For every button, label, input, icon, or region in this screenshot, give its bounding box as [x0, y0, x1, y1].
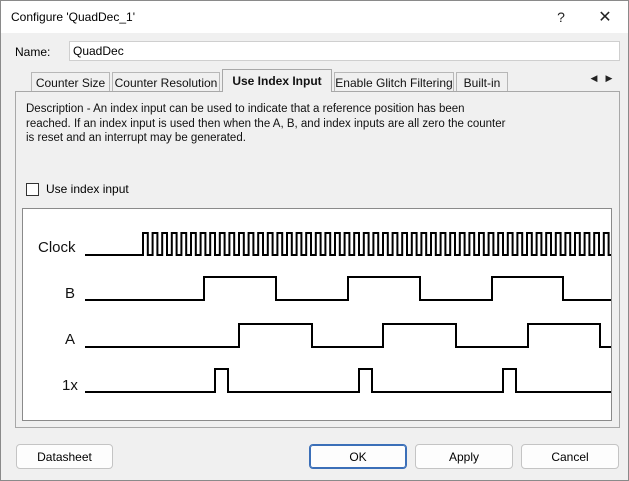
tab-scroll-left-icon[interactable]: ◀	[590, 73, 598, 83]
datasheet-button[interactable]: Datasheet	[16, 444, 113, 469]
tab-counter-size[interactable]: Counter Size	[31, 72, 110, 92]
use-index-input-row[interactable]: Use index input	[26, 181, 129, 197]
close-button[interactable]: ✕	[583, 1, 627, 33]
tab-panel: Description - An index input can be used…	[15, 91, 620, 428]
tab-enable-glitch-filtering[interactable]: Enable Glitch Filtering	[334, 72, 454, 92]
waveform-b	[85, 276, 611, 301]
help-button[interactable]: ?	[539, 1, 583, 33]
description-text: Description - An index input can be used…	[26, 103, 506, 144]
tab-scroll-right-icon[interactable]: ▶	[605, 73, 613, 83]
name-input[interactable]	[69, 41, 620, 61]
timing-diagram: Clock B A 1x	[22, 208, 612, 421]
ok-button[interactable]: OK	[309, 444, 407, 469]
help-icon: ?	[557, 9, 565, 25]
waveform-1x	[85, 368, 611, 393]
signal-label-b: B	[65, 285, 75, 302]
apply-button[interactable]: Apply	[415, 444, 513, 469]
signal-label-1x: 1x	[62, 377, 78, 394]
name-label: Name:	[15, 45, 51, 59]
window-title: Configure 'QuadDec_1'	[11, 10, 135, 24]
use-index-input-label: Use index input	[46, 182, 129, 196]
close-icon: ✕	[598, 9, 612, 26]
tab-counter-resolution[interactable]: Counter Resolution	[112, 72, 220, 92]
tab-use-index-input[interactable]: Use Index Input	[222, 69, 332, 92]
tab-built-in[interactable]: Built-in	[456, 72, 508, 92]
cancel-button[interactable]: Cancel	[521, 444, 619, 469]
tab-strip: Counter Size Counter Resolution Use Inde…	[15, 69, 620, 92]
signal-label-a: A	[65, 331, 75, 348]
waveform-clock	[85, 232, 611, 256]
use-index-input-checkbox[interactable]	[26, 182, 39, 196]
timing-diagram-svg: Clock B A 1x	[38, 232, 611, 394]
signal-label-clock: Clock	[38, 239, 76, 256]
waveform-a	[85, 323, 611, 348]
title-bar: Configure 'QuadDec_1' ? ✕	[1, 1, 628, 33]
